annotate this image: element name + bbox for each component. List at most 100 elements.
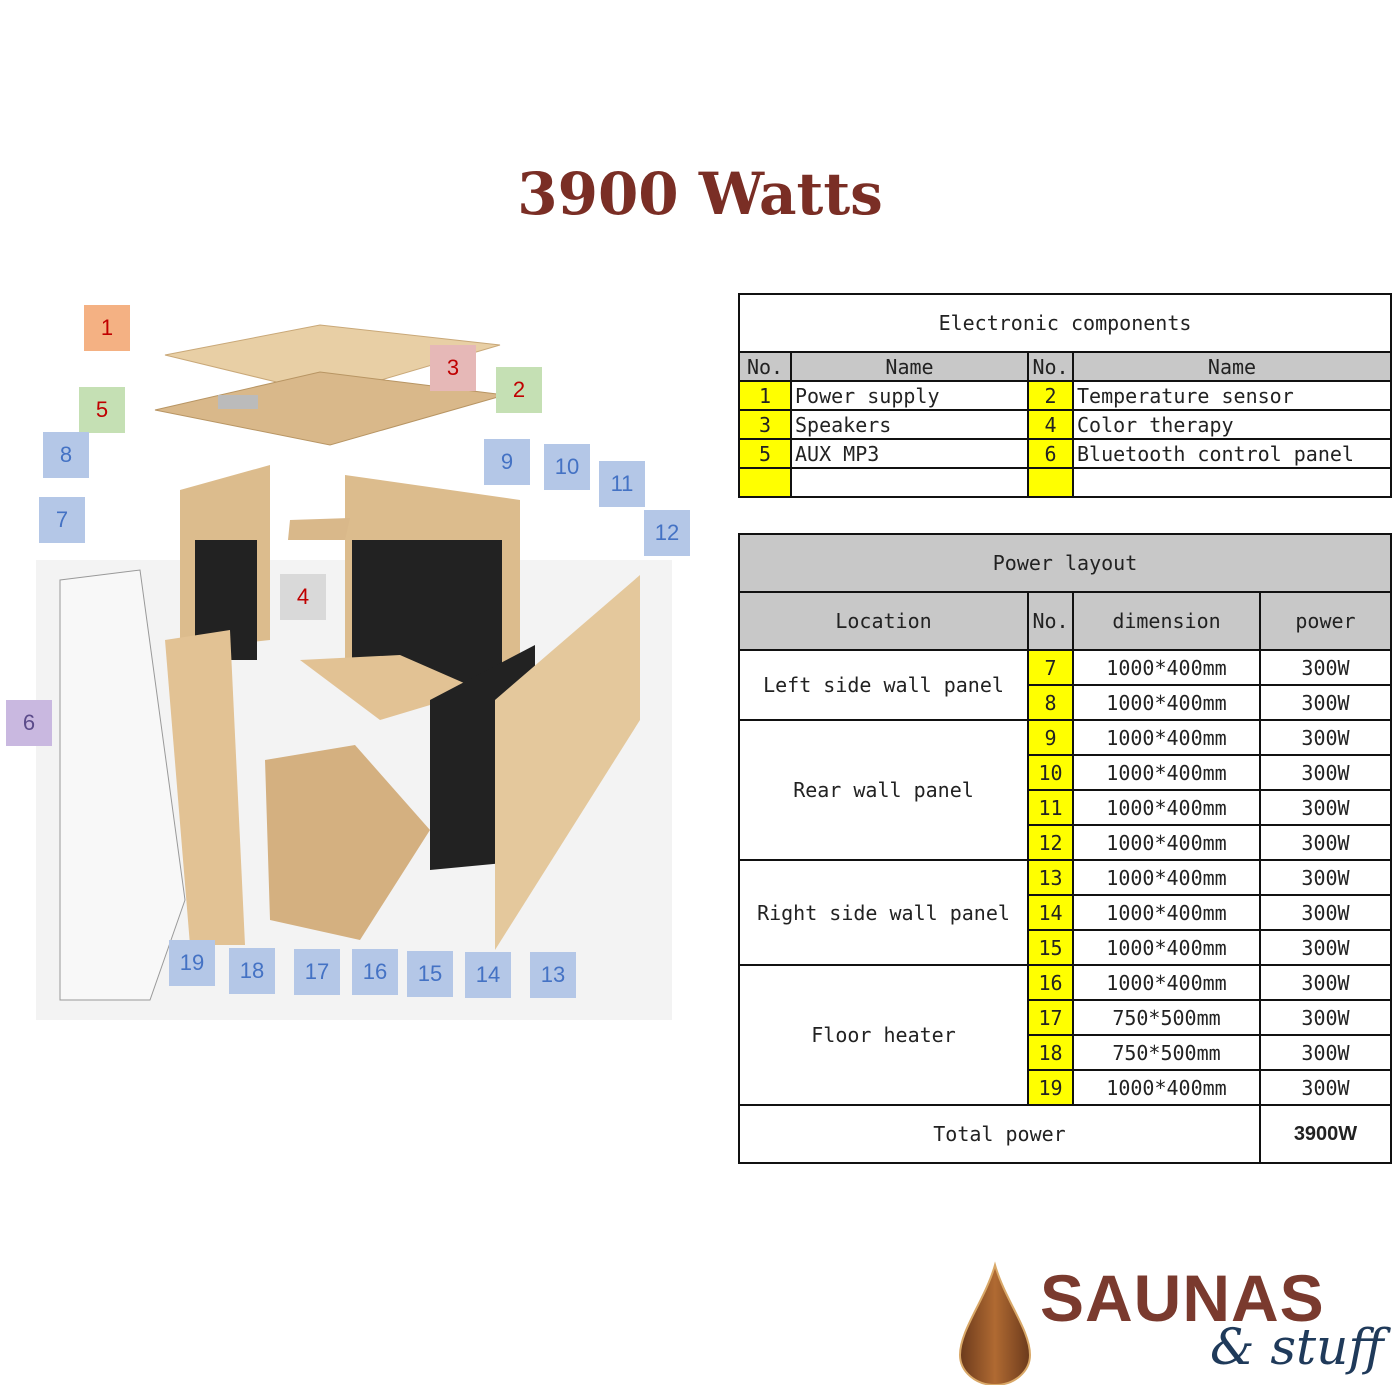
power: 300W (1259, 824, 1392, 861)
sauna-exploded-diagram (36, 324, 672, 1020)
power: 300W (1259, 859, 1392, 896)
location-cell: Right side wall panel (738, 859, 1029, 966)
location-cell: Left side wall panel (738, 649, 1029, 721)
power: 300W (1259, 999, 1392, 1036)
total-label: Total power (738, 1104, 1261, 1164)
dimension: 1000*400mm (1072, 824, 1261, 861)
panel-number: 10 (1027, 754, 1074, 791)
saunas-and-stuff-logo: SAUNAS & stuff (955, 1260, 1395, 1390)
dimension: 1000*400mm (1072, 649, 1261, 686)
callout-17: 17 (294, 949, 340, 995)
dimension: 750*500mm (1072, 1034, 1261, 1071)
component-number (738, 467, 792, 498)
power: 300W (1259, 684, 1392, 721)
panel-number: 7 (1027, 649, 1074, 686)
power: 300W (1259, 789, 1392, 826)
header-no: No. (1027, 591, 1074, 651)
component-name: Temperature sensor (1072, 380, 1392, 411)
callout-16: 16 (352, 949, 398, 995)
power: 300W (1259, 719, 1392, 756)
callout-14: 14 (465, 952, 511, 998)
component-name: Color therapy (1072, 409, 1392, 440)
callout-19: 19 (169, 940, 215, 986)
power: 300W (1259, 754, 1392, 791)
power: 300W (1259, 1034, 1392, 1071)
callout-18: 18 (229, 948, 275, 994)
header-dimension: dimension (1072, 591, 1261, 651)
panel-number: 13 (1027, 859, 1074, 896)
header-location: Location (738, 591, 1029, 651)
location-cell: Rear wall panel (738, 719, 1029, 861)
component-number: 4 (1027, 409, 1074, 440)
component-name: Bluetooth control panel (1072, 438, 1392, 469)
callout-6: 6 (6, 700, 52, 746)
wood-drop-icon (958, 1261, 1032, 1386)
page-title: 3900 Watts (517, 160, 883, 228)
dimension: 1000*400mm (1072, 894, 1261, 931)
header-no: No. (1027, 351, 1074, 382)
component-number: 3 (738, 409, 792, 440)
callout-2: 2 (496, 367, 542, 413)
dimension: 1000*400mm (1072, 719, 1261, 756)
brand-subtitle: & stuff (1210, 1318, 1384, 1376)
dimension: 1000*400mm (1072, 684, 1261, 721)
header-name: Name (790, 351, 1029, 382)
power: 300W (1259, 894, 1392, 931)
panel-number: 15 (1027, 929, 1074, 966)
dimension: 1000*400mm (1072, 964, 1261, 1001)
callout-15: 15 (407, 951, 453, 997)
total-value: 3900W (1259, 1104, 1392, 1164)
callout-12: 12 (644, 510, 690, 556)
callout-8: 8 (43, 432, 89, 478)
table-row (738, 467, 1392, 498)
component-name (1072, 467, 1392, 498)
header-name: Name (1072, 351, 1392, 382)
location-cell: Floor heater (738, 964, 1029, 1106)
callout-9: 9 (484, 439, 530, 485)
component-name: Power supply (790, 380, 1029, 411)
panel-number: 17 (1027, 999, 1074, 1036)
component-name: AUX MP3 (790, 438, 1029, 469)
callout-11: 11 (599, 461, 645, 507)
panel-number: 19 (1027, 1069, 1074, 1106)
component-name (790, 467, 1029, 498)
callout-13: 13 (530, 952, 576, 998)
component-number: 5 (738, 438, 792, 469)
panel-number: 9 (1027, 719, 1074, 756)
panel-number: 12 (1027, 824, 1074, 861)
power: 300W (1259, 929, 1392, 966)
dimension: 750*500mm (1072, 999, 1261, 1036)
panel-number: 18 (1027, 1034, 1074, 1071)
component-number: 6 (1027, 438, 1074, 469)
callout-1: 1 (84, 305, 130, 351)
dimension: 1000*400mm (1072, 1069, 1261, 1106)
component-number: 2 (1027, 380, 1074, 411)
brand-name: SAUNAS (1040, 1261, 1325, 1335)
callout-4: 4 (280, 574, 326, 620)
table-title: Power layout (738, 533, 1392, 593)
power: 300W (1259, 1069, 1392, 1106)
table-title: Electronic components (738, 293, 1392, 353)
panel-number: 8 (1027, 684, 1074, 721)
panel-number: 11 (1027, 789, 1074, 826)
dimension: 1000*400mm (1072, 859, 1261, 896)
power: 300W (1259, 964, 1392, 1001)
callout-7: 7 (39, 497, 85, 543)
callout-5: 5 (79, 387, 125, 433)
